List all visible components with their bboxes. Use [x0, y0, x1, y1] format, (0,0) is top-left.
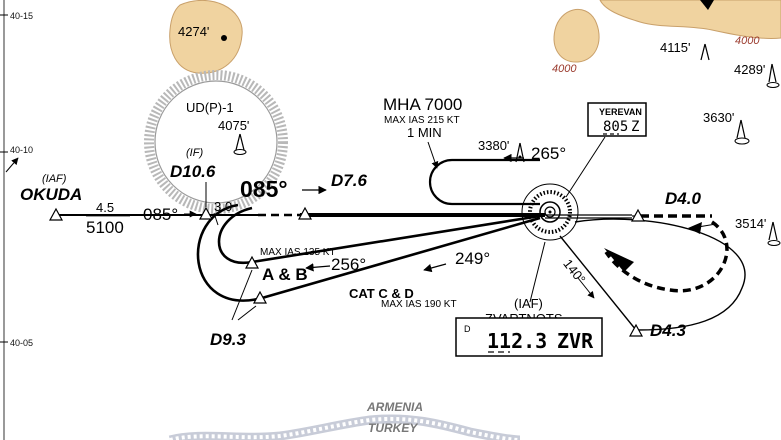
terrain-patch [599, 0, 781, 39]
country-border: ARMENIA TURKEY [168, 400, 521, 440]
fix-okuda-role: (IAF) [42, 173, 67, 185]
ab-course: 256° [331, 255, 366, 274]
obstacle-icon [700, 43, 710, 61]
cd-max-ias: MAX IAS 190 KT [381, 299, 457, 310]
okuda-altitude: 5100 [86, 218, 124, 237]
latitude-tick-label: 40-05 [10, 338, 33, 348]
spot-elevation-dot [221, 35, 227, 41]
terrain-patch [169, 0, 243, 74]
procedure-tracks: MAX IAS 135 KT A & B 256° CAT C & D MAX … [196, 203, 541, 310]
fix-okuda: OKUDA [20, 185, 82, 204]
ndb-frequency: 805 [603, 119, 628, 135]
latitude-scale: 40-15 40-10 40-05 [0, 0, 33, 440]
final-approach-course: 085° [240, 176, 712, 219]
holding-course: 265° [531, 144, 566, 163]
dme-arc: 140° [559, 218, 746, 331]
holding-mha: MHA 7000 [383, 95, 462, 114]
fix-d93-ab-triangle [244, 255, 260, 269]
restricted-area-boundary [144, 70, 288, 214]
vor-dme-prefix: D [464, 324, 471, 334]
outbound-radial [559, 235, 637, 331]
vor-ident: ZVR [557, 329, 594, 353]
spot-elevation: 3630' [703, 110, 734, 125]
ndb-yerevan-box: YEREVAN 805 Z [565, 102, 647, 198]
latitude-tick-label: 40-10 [10, 145, 33, 155]
obstacle-icon [767, 221, 781, 246]
ndb-name: YEREVAN [599, 107, 642, 117]
vor-zvartnots-symbol [521, 183, 579, 241]
holding-leg-time: 1 MIN [407, 125, 442, 140]
obstacle-icon [233, 133, 247, 155]
spot-elevation: 3514' [735, 216, 766, 231]
cat-ab-track [217, 206, 541, 265]
restricted-area-label: UD(P)-1 [186, 100, 234, 115]
spot-elevation: 3380' [478, 138, 509, 153]
spot-elevation: 4274' [178, 24, 209, 39]
holding-max-ias: MAX IAS 215 KT [384, 115, 460, 126]
arc-outline [574, 218, 746, 331]
fix-d40: D4.0 [665, 189, 701, 208]
fix-d106: D10.6 [170, 162, 216, 181]
contour-label: 4000 [552, 63, 577, 75]
ndb-ident: Z [631, 119, 639, 135]
obstacle-icon [766, 63, 780, 88]
vor-role: (IAF) [514, 296, 543, 311]
restricted-area: UD(P)-1 4075' [144, 70, 288, 214]
spot-elevation: 4115' [660, 40, 690, 55]
terrain-patch [553, 9, 600, 63]
obstacle-icon [700, 0, 714, 10]
vor-frequency: 112.3 [487, 329, 547, 353]
cd-label: CAT C & D [349, 286, 414, 301]
ab-label: A & B [262, 265, 308, 284]
latitude-tick-label: 40-15 [10, 11, 33, 21]
final-course-label: 085° [240, 176, 288, 202]
obstacle-icon [734, 119, 750, 145]
fix-d93: D9.3 [210, 330, 246, 349]
border-label-south: TURKEY [368, 421, 418, 435]
vor-zvartnots-box: (IAF) ZVARTNOTS D 112.3 ZVR [455, 241, 603, 357]
fix-d106-triangle [198, 206, 214, 220]
arc-arrowhead [604, 248, 634, 272]
fixes-layer: (IAF) OKUDA (IF) D10.6 D7.6 D9.3 D4.0 D4… [20, 147, 701, 349]
okuda-course: 085° [143, 205, 178, 224]
fix-d106-role: (IF) [186, 147, 203, 159]
fix-d93-cd-triangle [252, 290, 268, 304]
outbound-course: 140° [560, 256, 588, 286]
fix-d43: D4.3 [650, 321, 686, 340]
holding-pattern: MHA 7000 MAX IAS 215 KT 1 MIN 265° [383, 95, 566, 206]
cat-cd-track [196, 203, 541, 302]
if-distance: 3.0 [214, 199, 232, 214]
spot-elevation: 4075' [218, 118, 249, 133]
okuda-distance: 4.5 [96, 200, 114, 215]
terrain-layer: 4000 4000 4274' [169, 0, 781, 75]
fix-d40-triangle [630, 208, 646, 222]
spot-elevation: 4289' [734, 62, 765, 77]
fix-d76-triangle [297, 206, 313, 220]
cd-course: 249° [455, 249, 490, 268]
ab-max-ias: MAX IAS 135 KT [260, 247, 336, 258]
obstacles-layer: 4115' 4289' 3630' 3514' 3380' [478, 40, 781, 246]
fix-okuda-triangle [48, 207, 64, 221]
contour-label: 4000 [735, 35, 760, 47]
border-label-north: ARMENIA [366, 400, 423, 414]
fix-d76: D7.6 [331, 171, 367, 190]
initial-segment: 4.5 5100 085° 3.0 [56, 199, 258, 237]
obstacle-icon [515, 142, 525, 163]
fix-d43-triangle [628, 323, 644, 337]
holding-track [428, 158, 540, 206]
